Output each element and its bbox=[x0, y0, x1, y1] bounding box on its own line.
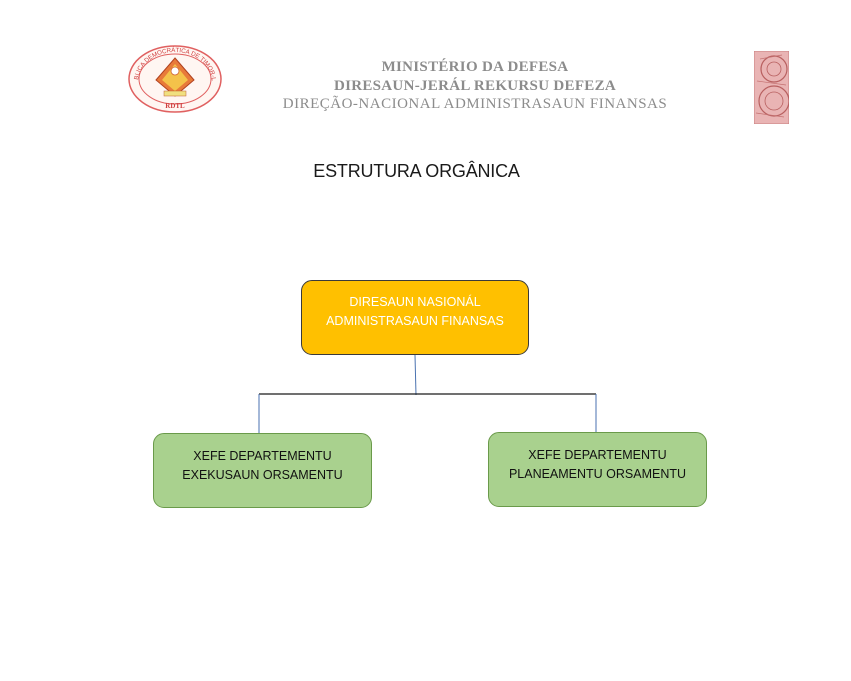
seal-stamp-icon bbox=[754, 51, 789, 124]
timor-leste-emblem-icon: REPÚBLICA DEMOCRÁTICA DE TIMOR-LESTE RDT… bbox=[126, 44, 222, 113]
connector-root-down bbox=[414, 354, 417, 396]
org-node-planeamentu: XEFE DEPARTEMENTU PLANEAMENTU ORSAMENTU bbox=[488, 432, 707, 507]
ministry-name: MINISTÉRIO DA DEFESA bbox=[381, 59, 569, 75]
national-directorate-name: DIREÇÃO-NACIONAL ADMINISTRASAUN FINANSAS bbox=[282, 96, 668, 112]
header-block: MINISTÉRIO DA DEFESA DIRESAUN-JERÁL REKU… bbox=[240, 57, 710, 113]
org-node-planeamentu-label: XEFE DEPARTEMENTU PLANEAMENTU ORSAMENTU bbox=[508, 447, 687, 481]
org-node-exekusaun-label: XEFE DEPARTEMENTU EXEKUSAUN ORSAMENTU bbox=[182, 448, 343, 482]
org-node-root-label: DIRESAUN NASIONÁL ADMINISTRASAUN FINANSA… bbox=[326, 294, 504, 328]
emblem-initials: RDTL bbox=[165, 102, 185, 110]
page-title: ESTRUTURA ORGÂNICA bbox=[313, 161, 520, 181]
org-node-root: DIRESAUN NASIONÁL ADMINISTRASAUN FINANSA… bbox=[301, 280, 529, 355]
directorate-general-name: DIRESAUN-JERÁL REKURSU DEFEZA bbox=[333, 78, 617, 94]
org-node-exekusaun: XEFE DEPARTEMENTU EXEKUSAUN ORSAMENTU bbox=[153, 433, 372, 508]
